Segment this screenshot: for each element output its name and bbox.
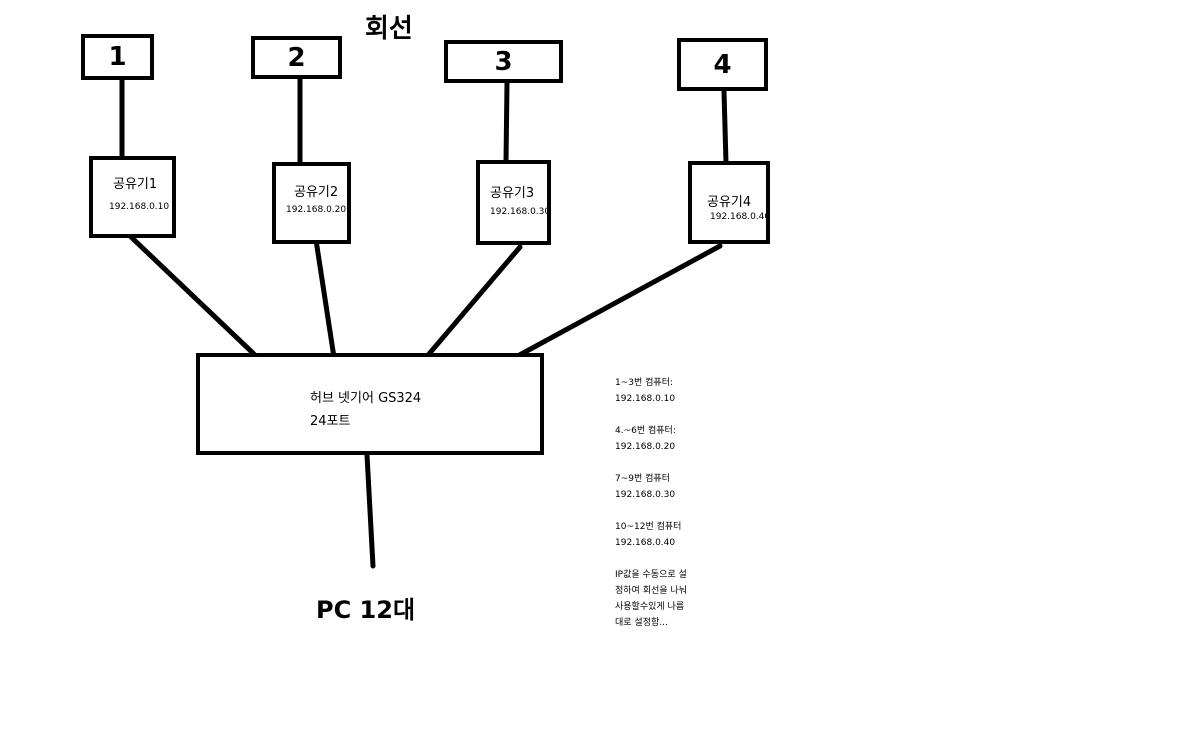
- router-box-3: [476, 160, 551, 245]
- router-ip-3: 192.168.0.30: [490, 207, 551, 217]
- router-box-2: [272, 162, 351, 244]
- line-box-4: 4: [677, 38, 768, 91]
- wire-line4-router4: [721, 88, 729, 166]
- router-ip-2: 192.168.0.20: [286, 205, 347, 215]
- router-box-4: [688, 161, 770, 244]
- diagram-title: 회선: [365, 14, 413, 44]
- note-label-4: 10~12번 컴퓨터: [615, 522, 682, 532]
- router-ip-4: 192.168.0.40: [710, 212, 771, 222]
- wire-router3-hub: [409, 244, 523, 377]
- router-name-2: 공유기2: [294, 185, 339, 200]
- note-ip-1: 192.168.0.10: [615, 394, 676, 404]
- router-name-4: 공유기4: [707, 195, 752, 210]
- note-ip-2: 192.168.0.20: [615, 442, 676, 452]
- wire-router1-hub: [127, 233, 279, 378]
- note-label-3: 7~9번 컴퓨터: [615, 474, 670, 484]
- router-name-1: 공유기1: [113, 177, 158, 192]
- hub-box: [196, 353, 544, 455]
- wire-line3-router3: [503, 80, 510, 165]
- memo-line-3: 사용할수있게 나름: [615, 602, 685, 612]
- wire-hub-pc: [364, 452, 376, 569]
- memo-line-2: 정하여 회선을 나눠: [615, 586, 687, 596]
- wire-router2-hub: [313, 237, 338, 367]
- hub-name: 허브 넷기어 GS324: [310, 391, 422, 406]
- memo-line-4: 대로 설정함...: [615, 618, 668, 628]
- note-label-1: 1~3번 컴퓨터:: [615, 378, 674, 388]
- memo-line-1: IP값을 수동으로 설: [615, 570, 687, 580]
- router-name-3: 공유기3: [490, 186, 535, 201]
- hub-ports: 24포트: [310, 414, 351, 429]
- note-ip-3: 192.168.0.30: [615, 490, 676, 500]
- line-box-1: 1: [81, 34, 154, 80]
- note-label-2: 4.~6번 컴퓨터:: [615, 426, 676, 436]
- router-ip-1: 192.168.0.10: [109, 202, 170, 212]
- line-box-2: 2: [251, 36, 342, 79]
- line-box-3: 3: [444, 40, 563, 83]
- note-ip-4: 192.168.0.40: [615, 538, 676, 548]
- router-box-1: [89, 156, 176, 238]
- pc-count-label: PC 12대: [316, 596, 416, 624]
